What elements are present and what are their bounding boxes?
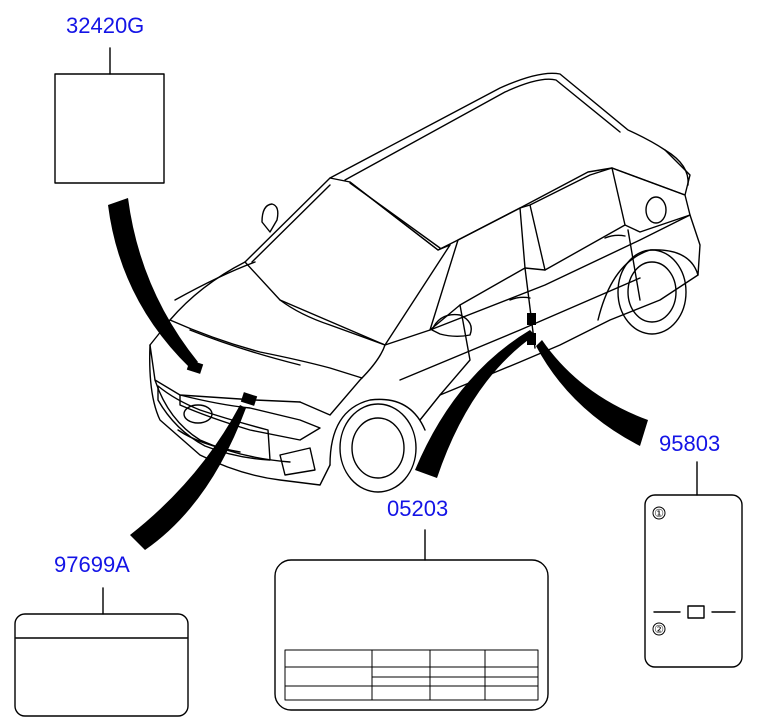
marker-1-text: ① <box>654 508 664 520</box>
marker-1-circle <box>652 506 666 520</box>
label-box-05203-table <box>284 649 539 701</box>
label-box-32420G <box>54 73 165 184</box>
label-spot-05203-b <box>527 333 536 345</box>
part-number-05203: 05203 <box>387 496 449 521</box>
marker-2-text: ② <box>654 624 664 636</box>
pointer-05203 <box>415 330 535 478</box>
part-number-95803: 95803 <box>659 431 721 456</box>
label-spot-32420G <box>186 360 204 374</box>
part-number-32420G: 32420G <box>66 13 145 38</box>
label-spot-05203-a <box>527 313 536 325</box>
label-box-05203 <box>274 559 549 711</box>
label-spot-97699A <box>240 392 258 406</box>
pointer-97699A <box>130 405 246 550</box>
label-box-95803 <box>644 494 743 668</box>
pointer-32420G <box>108 198 198 368</box>
pointer-95803 <box>536 340 648 446</box>
car-illustration <box>149 72 701 493</box>
label-box-95803-square <box>687 605 705 619</box>
marker-2-circle <box>652 622 666 636</box>
part-number-97699A: 97699A <box>54 552 130 577</box>
label-box-97699A <box>14 613 189 717</box>
